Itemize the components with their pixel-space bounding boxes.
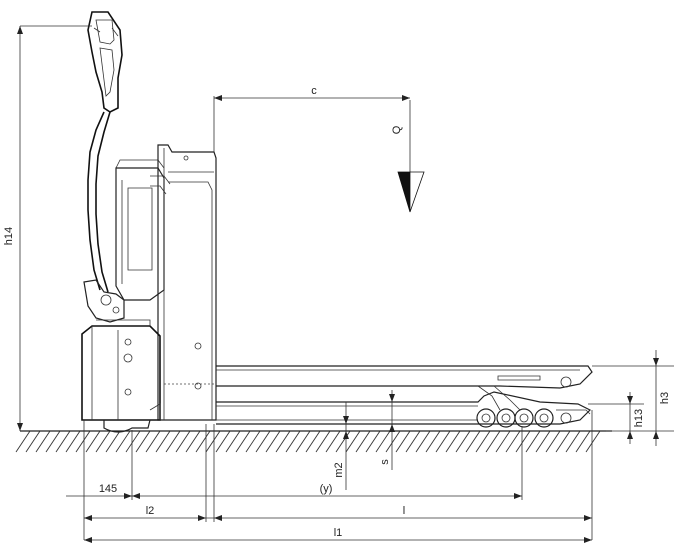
ground-hatch-line: [245, 430, 261, 453]
label-m2: m2: [333, 462, 345, 477]
ground-hatch-line: [525, 430, 541, 453]
ground-hatch-line: [535, 430, 551, 453]
ground-hatch-line: [25, 430, 41, 453]
label-l1: l1: [334, 527, 343, 539]
ground-hatch-line: [575, 430, 591, 453]
ground-hatch-line: [85, 430, 101, 453]
ground-hatch-line: [185, 430, 201, 453]
label-h3: h3: [659, 392, 671, 404]
label-c: c: [311, 85, 317, 97]
chassis-body: [81, 144, 217, 433]
load-arrow: [397, 100, 425, 213]
ground-hatch-line: [95, 430, 111, 453]
ground-hatch-line: [265, 430, 281, 453]
ground-hatch-line: [55, 430, 71, 453]
ground-hatch-line: [425, 430, 441, 453]
ground-hatch-line: [335, 430, 351, 453]
ground-hatch-line: [485, 430, 501, 453]
ground-hatch-line: [455, 430, 471, 453]
label-y: (y): [320, 483, 333, 495]
ground-hatch-line: [225, 430, 241, 453]
ground-hatch-line: [365, 430, 381, 453]
ground-hatch-line: [405, 430, 421, 453]
ground-hatch-line: [45, 430, 61, 453]
ground: [15, 430, 612, 453]
dimension-lines: [17, 25, 674, 543]
ground-hatch-line: [345, 430, 361, 453]
ground-hatch-line: [175, 430, 191, 453]
ground-hatch-line: [515, 430, 531, 453]
forks: [164, 365, 593, 428]
ground-hatch-line: [275, 430, 291, 453]
ground-hatch-line: [375, 430, 391, 453]
label-l2: l2: [146, 505, 155, 517]
ground-hatch-line: [65, 430, 81, 453]
ground-hatch-line: [435, 430, 451, 453]
ground-hatch-line: [145, 430, 161, 453]
ground-hatch-line: [415, 430, 431, 453]
ground-hatch-line: [15, 430, 31, 453]
ground-hatch-line: [75, 430, 91, 453]
ground-hatch-line: [445, 430, 461, 453]
ground-hatch-line: [115, 430, 131, 453]
ground-hatch-line: [475, 430, 491, 453]
tiller-handle: [87, 11, 123, 293]
ground-hatch-line: [315, 430, 331, 453]
ground-hatch-line: [295, 430, 311, 453]
ground-hatch-line: [305, 430, 321, 453]
ground-hatch-line: [125, 430, 141, 453]
dimension-labels: h14 c Q h3 h13 m2 s 145 (y) l2 l l1: [3, 85, 671, 539]
label-s: s: [379, 459, 391, 465]
ground-hatch-line: [205, 430, 221, 453]
ground-hatch-line: [555, 430, 571, 453]
ground-hatch-line: [255, 430, 271, 453]
ground-hatch-line: [385, 430, 401, 453]
ground-hatch-line: [545, 430, 561, 453]
ground-hatch-line: [395, 430, 411, 453]
label-l: l: [403, 505, 405, 517]
ground-hatch-line: [285, 430, 301, 453]
ground-hatch-line: [135, 430, 151, 453]
ground-hatch-line: [585, 430, 601, 453]
label-h13: h13: [633, 409, 645, 427]
ground-hatch-line: [195, 430, 211, 453]
ground-hatch-line: [215, 430, 231, 453]
ground-hatch-line: [465, 430, 481, 453]
ground-hatch-line: [355, 430, 371, 453]
ground-hatch-line: [495, 430, 511, 453]
ground-hatch-line: [325, 430, 341, 453]
ground-hatch-line: [155, 430, 171, 453]
label-h14: h14: [3, 227, 15, 245]
label-q: Q: [391, 125, 403, 134]
ground-hatch-line: [165, 430, 181, 453]
label-145: 145: [99, 483, 117, 495]
ground-hatch-line: [35, 430, 51, 453]
ground-hatch-line: [565, 430, 581, 453]
ground-hatch-line: [235, 430, 251, 453]
ground-hatch-line: [505, 430, 521, 453]
ground-hatch-line: [105, 430, 121, 453]
